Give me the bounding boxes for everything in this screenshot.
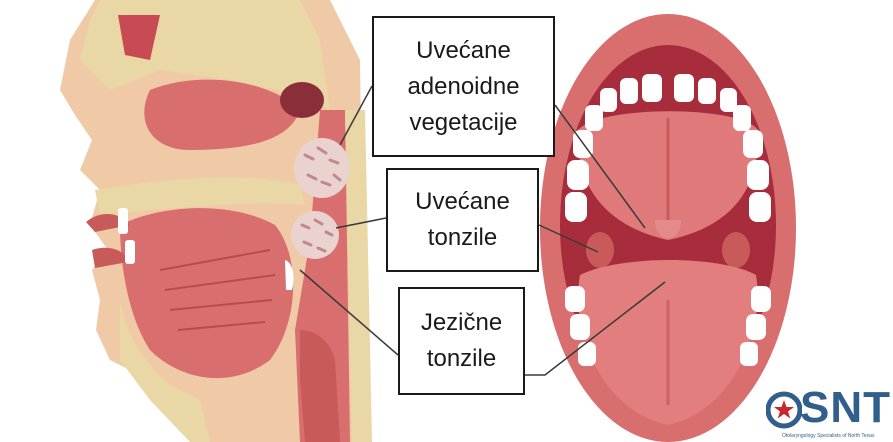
tonsils-label-line-2: tonzile xyxy=(415,220,510,256)
texas-star-icon xyxy=(766,390,802,430)
lingual-label-line-1: Jezične xyxy=(421,305,502,341)
adenoid-label-line-2: adenoidne xyxy=(407,69,519,105)
sagittal-head-section xyxy=(60,0,372,442)
lingual-tonsils-label-box: Jezične tonzile xyxy=(398,287,525,395)
right-tonsil-front xyxy=(722,232,750,268)
tonsils-label-line-1: Uvećane xyxy=(415,184,510,220)
adenoid-label-line-3: vegetacije xyxy=(407,105,519,141)
left-tonsil-front xyxy=(586,232,614,268)
logo-wordmark: SNT xyxy=(800,384,891,432)
adenoid-label-box: Uvećane adenoidne vegetacije xyxy=(372,16,555,157)
open-mouth-view xyxy=(540,14,796,442)
lingual-label-line-2: tonzile xyxy=(421,341,502,377)
sinus-cavity xyxy=(280,82,324,118)
tonsils-label-box: Uvećane tonzile xyxy=(386,168,539,272)
adenoid-label-line-1: Uvećane xyxy=(407,33,519,69)
osnt-logo: SNT Otolaryngology Specialists of North … xyxy=(766,388,893,442)
upper-incisor xyxy=(118,208,128,234)
adenoid-tissue xyxy=(294,138,350,198)
logo-tagline: Otolaryngology Specialists of North Texa… xyxy=(782,433,874,439)
lower-incisor xyxy=(125,240,135,264)
